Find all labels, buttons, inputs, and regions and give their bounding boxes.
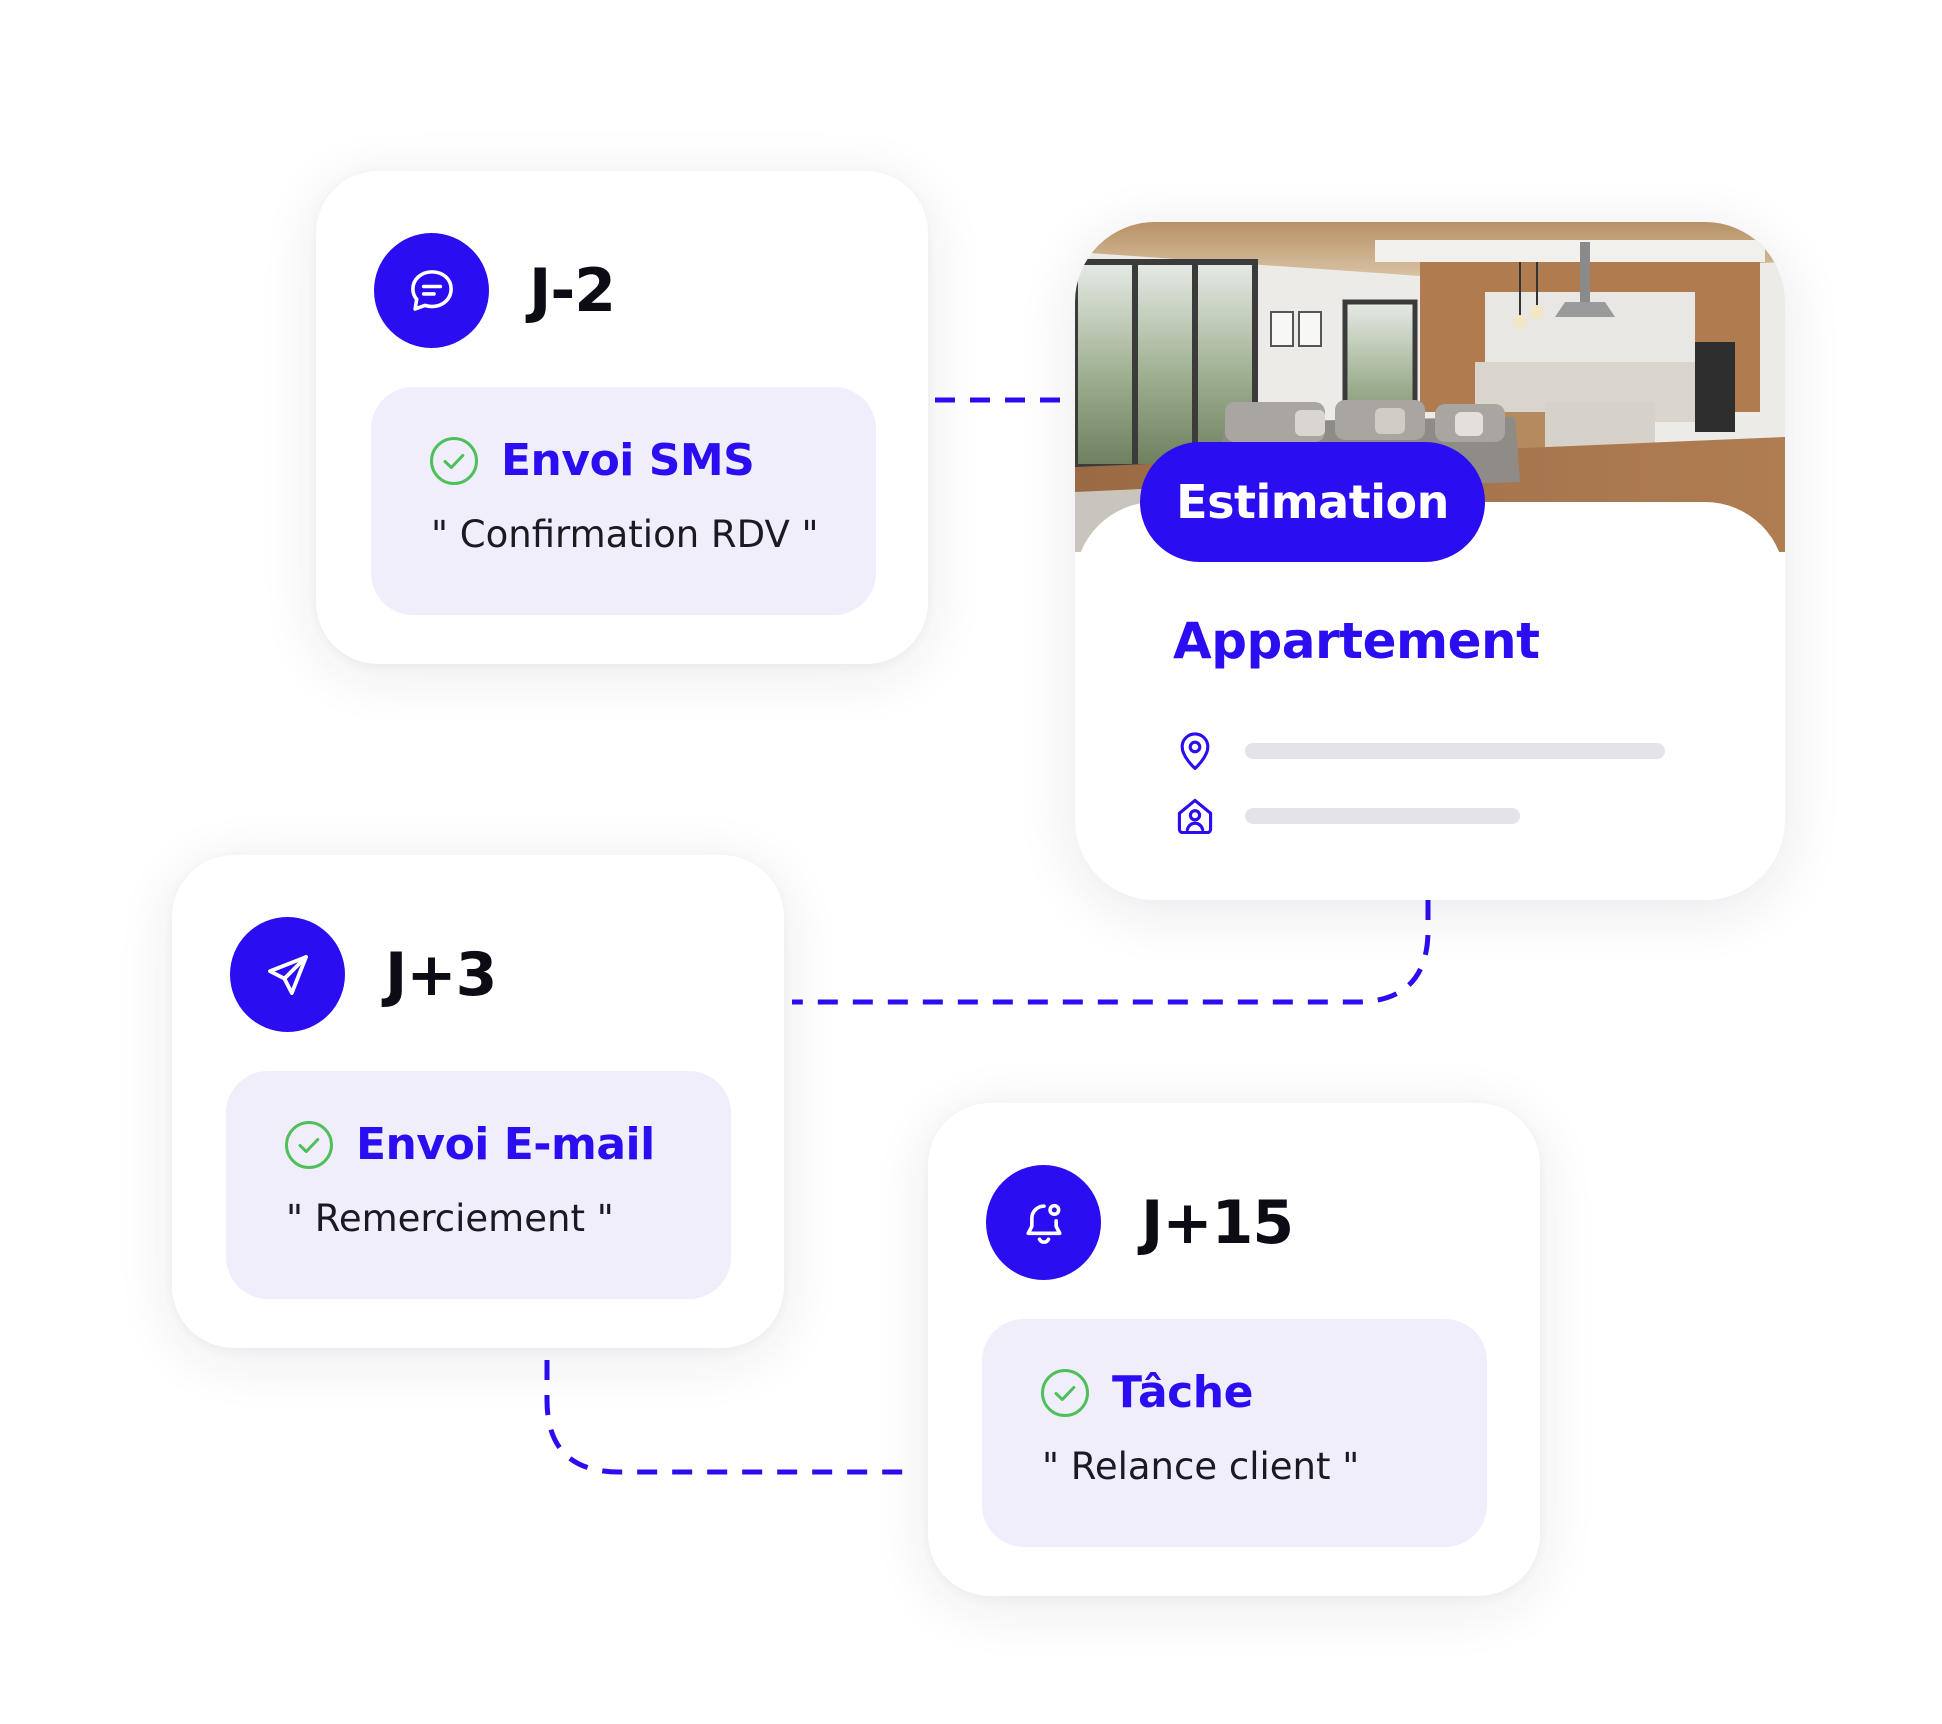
- owner-placeholder-bar: [1245, 808, 1520, 824]
- action-title: Envoi E-mail: [356, 1119, 655, 1170]
- step-header: J-2: [374, 233, 616, 348]
- property-address-row: [1173, 729, 1665, 773]
- action-title-row: Envoi SMS: [429, 435, 755, 486]
- step-card-j-2[interactable]: J-2 Envoi SMS " Confirmation RDV ": [316, 171, 928, 664]
- living-room-kitchen-photo: [1075, 222, 1785, 552]
- home-user-icon: [1177, 798, 1213, 835]
- property-details: Appartement: [1075, 502, 1785, 900]
- location-pin-icon: [1180, 732, 1210, 770]
- step-day-label: J+3: [385, 939, 497, 1010]
- action-description: " Confirmation RDV ": [431, 513, 819, 556]
- step-header: J+3: [230, 917, 497, 1032]
- bell-icon: [986, 1165, 1101, 1280]
- action-description: " Relance client ": [1042, 1445, 1360, 1488]
- action-description: " Remerciement ": [286, 1197, 614, 1240]
- property-card[interactable]: Appartement: [1075, 222, 1785, 900]
- property-owner-row: [1173, 794, 1520, 838]
- chat-icon: [374, 233, 489, 348]
- step-action[interactable]: Envoi SMS " Confirmation RDV ": [371, 387, 876, 615]
- check-circle-icon: [1041, 1368, 1089, 1417]
- step-day-label: J+15: [1141, 1187, 1294, 1258]
- step-action[interactable]: Envoi E-mail " Remerciement ": [226, 1071, 731, 1299]
- check-circle-icon: [285, 1120, 333, 1169]
- action-title: Envoi SMS: [501, 435, 755, 486]
- connector-property-to-j3: [792, 900, 1431, 1005]
- action-title-row: Tâche: [1040, 1367, 1253, 1418]
- step-action[interactable]: Tâche " Relance client ": [982, 1319, 1487, 1547]
- action-title-row: Envoi E-mail: [284, 1119, 655, 1170]
- send-icon: [230, 917, 345, 1032]
- step-card-j-plus-3[interactable]: J+3 Envoi E-mail " Remerciement ": [172, 855, 784, 1348]
- step-card-j-plus-15[interactable]: J+15 Tâche " Relance client ": [928, 1103, 1540, 1596]
- estimation-badge[interactable]: Estimation: [1140, 442, 1485, 562]
- connector-j3-to-j15: [544, 1360, 915, 1475]
- step-day-label: J-2: [529, 255, 616, 326]
- step-header: J+15: [986, 1165, 1294, 1280]
- check-circle-icon: [430, 436, 478, 485]
- address-placeholder-bar: [1245, 743, 1665, 759]
- property-type: Appartement: [1173, 612, 1540, 670]
- action-title: Tâche: [1112, 1367, 1253, 1418]
